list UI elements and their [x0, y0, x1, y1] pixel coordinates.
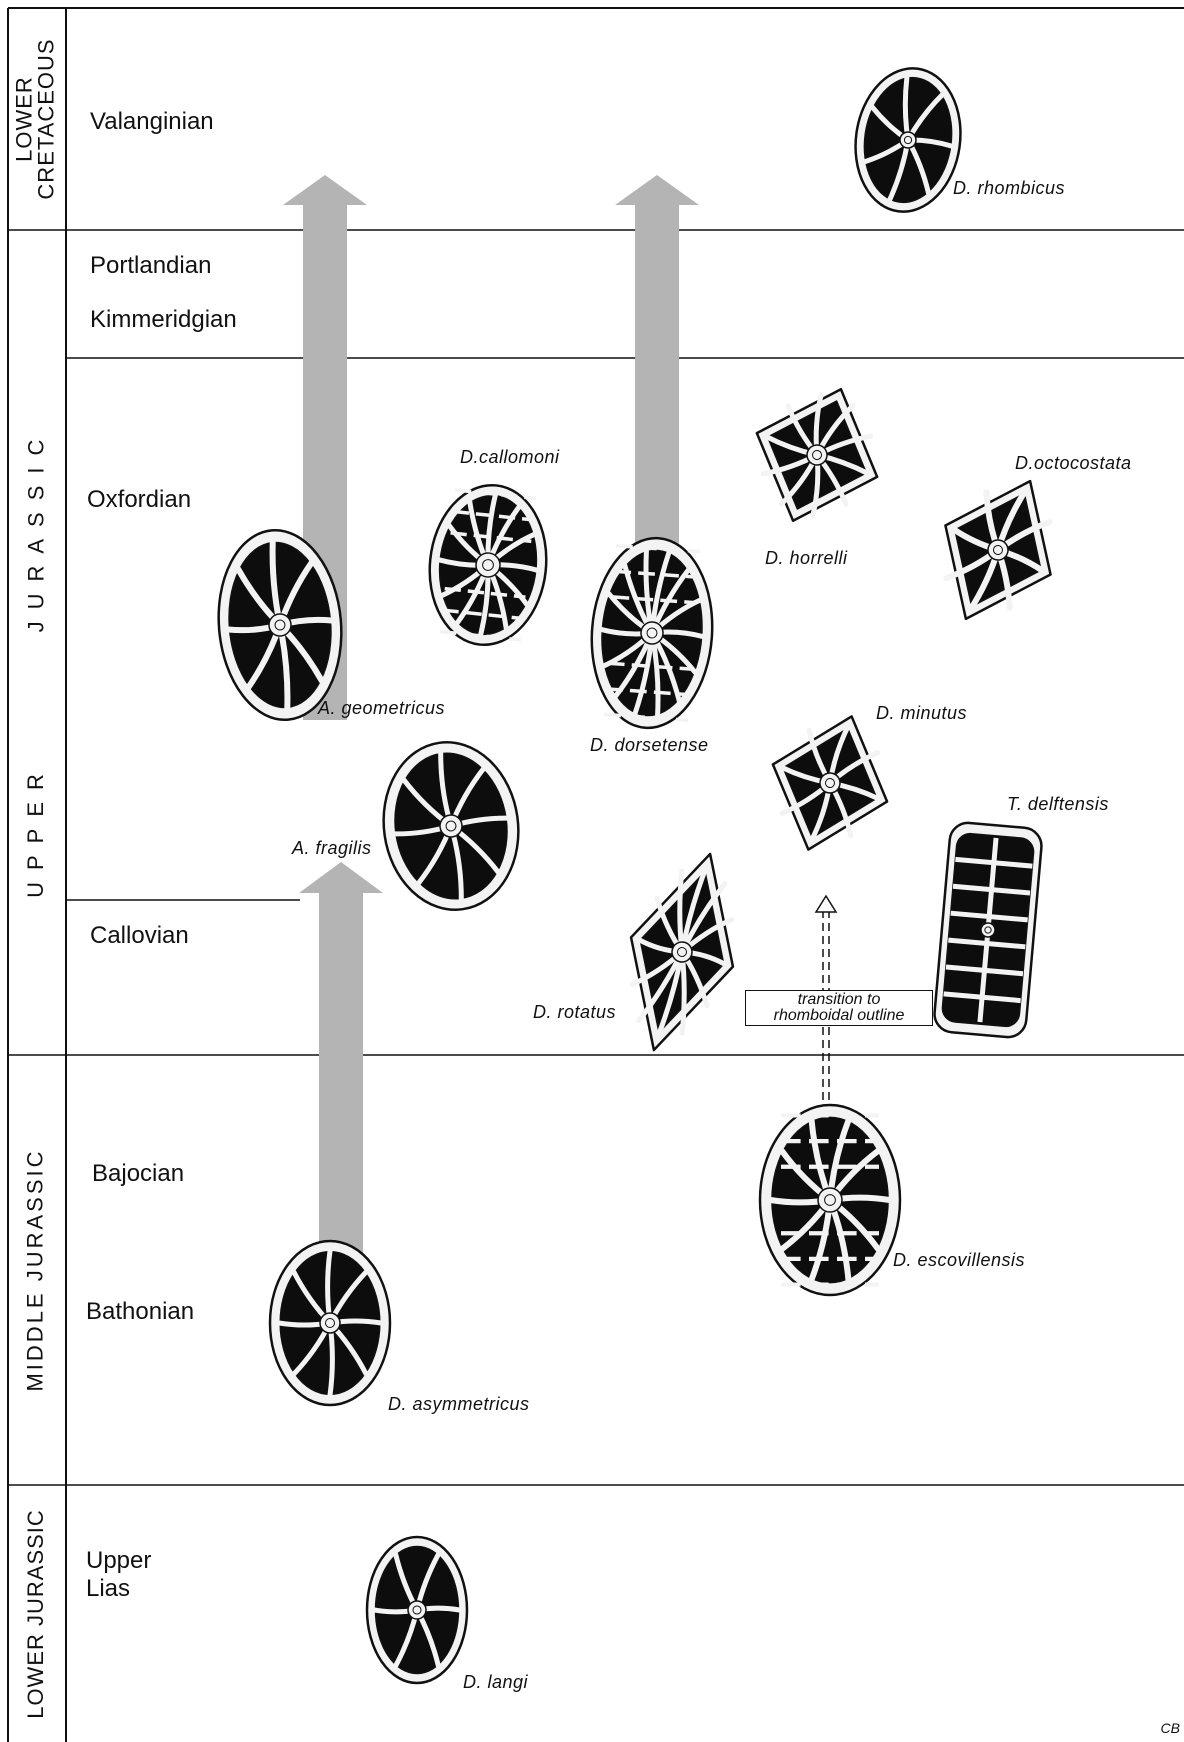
taxon-label-dorsetense: D. dorsetense	[590, 735, 709, 756]
period-lower-cretaceous: LOWER CRETACEOUS	[8, 8, 64, 230]
cyst-langi	[367, 1537, 467, 1683]
taxon-label-fragilis: A. fragilis	[292, 838, 372, 859]
taxon-label-minutus: D. minutus	[876, 703, 967, 724]
cyst-horrelli	[733, 367, 901, 542]
cyst-rhombicus	[846, 61, 969, 218]
stage-valanginian: Valanginian	[90, 108, 214, 136]
taxon-label-delftensis: T. delftensis	[1007, 794, 1109, 815]
stage-callovian: Callovian	[90, 922, 189, 950]
stage-kimmeridgian: Kimmeridgian	[90, 306, 237, 334]
taxon-label-asymmetricus: D. asymmetricus	[388, 1394, 530, 1415]
cyst-delftensis	[933, 821, 1043, 1038]
period-middle-jurassic: MIDDLE JURASSIC	[8, 1055, 64, 1485]
illustrator-initials: CB	[1161, 1720, 1180, 1736]
cyst-fragilis	[373, 733, 529, 918]
cyst-asymmetricus	[270, 1241, 390, 1405]
stage-oxfordian: Oxfordian	[87, 486, 191, 514]
period-label-lower-cretaceous: LOWER CRETACEOUS	[14, 38, 58, 199]
taxon-label-geometricus: A. geometricus	[318, 698, 445, 719]
transition-annotation: transition to rhomboidal outline	[745, 990, 933, 1026]
period-label-middle-jurassic: MIDDLE JURASSIC	[25, 1148, 47, 1391]
taxon-label-horrelli: D. horrelli	[765, 548, 848, 569]
stage-upper-lias: Upper Lias	[86, 1547, 151, 1603]
period-lower-jurassic: LOWER JURASSIC	[8, 1485, 64, 1742]
cyst-octocostata	[913, 457, 1082, 644]
taxon-label-escovillensis: D. escovillensis	[893, 1250, 1025, 1271]
cyst-rotatus	[603, 839, 761, 1064]
stage-bathonian: Bathonian	[86, 1298, 194, 1326]
stage-portlandian: Portlandian	[90, 252, 211, 280]
period-label-jurassic: JURASSIC	[25, 428, 47, 633]
period-label-upper: UPPER	[25, 762, 47, 898]
period-label-lower-jurassic: LOWER JURASSIC	[25, 1509, 47, 1719]
taxon-label-langi: D. langi	[463, 1672, 528, 1693]
cyst-escovillensis	[760, 1105, 900, 1295]
range-arrow-fragilis	[299, 862, 383, 1260]
period-upper-jurassic-bottom: UPPER	[8, 730, 64, 930]
period-upper-jurassic-top: JURASSIC	[8, 400, 64, 660]
cyst-callomoni	[422, 479, 554, 650]
taxon-label-rhombicus: D. rhombicus	[953, 178, 1065, 199]
taxon-label-rotatus: D. rotatus	[533, 1002, 616, 1023]
range-arrow-dorsetense	[615, 175, 699, 560]
cyst-dorsetense	[586, 534, 719, 732]
taxon-label-callomoni: D.callomoni	[460, 447, 560, 468]
taxon-label-octocostata: D.octocostata	[1015, 453, 1132, 474]
stage-bajocian: Bajocian	[92, 1160, 184, 1188]
